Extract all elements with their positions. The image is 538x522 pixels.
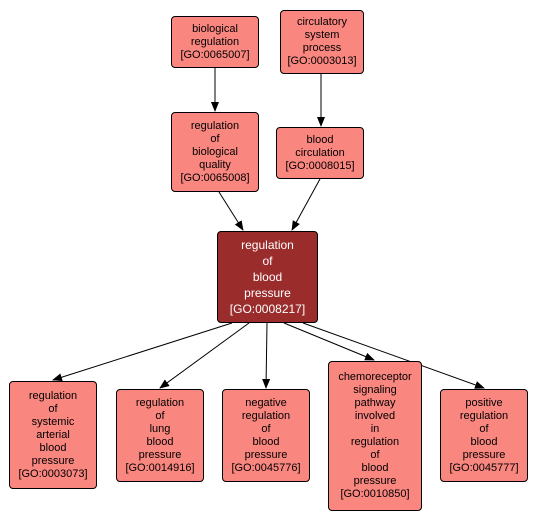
node-go-id: [GO:0003013] [287,55,357,67]
node-label: blood circulation [295,133,345,159]
edge-regulation-of-blood-pressure-to-regulation-of-systemic-arterial-blood-pressure [52,322,233,382]
node-circulatory-system-process[interactable]: circulatory system process [GO:0003013] [280,10,364,74]
edge-regulation-of-blood-pressure-to-negative-regulation-of-blood-pressure [262,322,271,389]
node-label: negative regulation of blood pressure [241,396,291,461]
node-go-id: [GO:0014916] [125,461,195,474]
node-go-id: [GO:0045777] [449,461,519,474]
node-label: biological regulation [190,22,240,48]
edge-regulation-of-biological-quality-to-regulation-of-blood-pressure [218,191,244,231]
node-regulation-of-blood-pressure[interactable]: regulation of blood pressure [GO:0008217… [217,231,318,323]
node-label: circulatory system process [296,16,348,54]
node-negative-regulation-of-blood-pressure[interactable]: negative regulation of blood pressure [G… [222,389,310,482]
node-label: chemoreceptor signaling pathway involved… [338,371,412,487]
node-go-id: [GO:0003073] [18,467,88,480]
node-label: regulation of lung blood pressure [135,396,185,461]
node-regulation-of-systemic-arterial-blood-pressure[interactable]: regulation of systemic arterial blood pr… [9,381,97,489]
edge-blood-circulation-to-regulation-of-blood-pressure [291,178,321,231]
edge-regulation-of-blood-pressure-to-chemoreceptor-signaling-pathway [283,322,375,361]
node-chemoreceptor-signaling-pathway[interactable]: chemoreceptor signaling pathway involved… [328,361,422,511]
node-positive-regulation-of-blood-pressure[interactable]: positive regulation of blood pressure [G… [440,389,528,482]
node-go-id: [GO:0010850] [340,488,410,500]
node-go-id: [GO:0008217] [229,302,306,316]
node-label: regulation of systemic arterial blood pr… [28,389,78,467]
node-go-id: [GO:0065007] [180,48,250,61]
node-go-id: [GO:0045776] [231,461,301,474]
node-label: regulation of biological quality [190,119,240,171]
node-go-id: [GO:0065008] [180,171,250,184]
node-label: regulation of blood pressure [241,238,294,300]
node-biological-regulation[interactable]: biological regulation [GO:0065007] [171,16,259,68]
node-regulation-of-lung-blood-pressure[interactable]: regulation of lung blood pressure [GO:00… [116,389,204,482]
node-label: positive regulation of blood pressure [459,396,509,461]
edge-regulation-of-blood-pressure-to-regulation-of-lung-blood-pressure [159,322,250,389]
node-blood-circulation[interactable]: blood circulation [GO:0008015] [276,127,364,179]
edge-regulation-of-blood-pressure-to-positive-regulation-of-blood-pressure [302,322,485,389]
node-regulation-of-biological-quality[interactable]: regulation of biological quality [GO:006… [171,112,259,192]
node-go-id: [GO:0008015] [285,159,355,172]
